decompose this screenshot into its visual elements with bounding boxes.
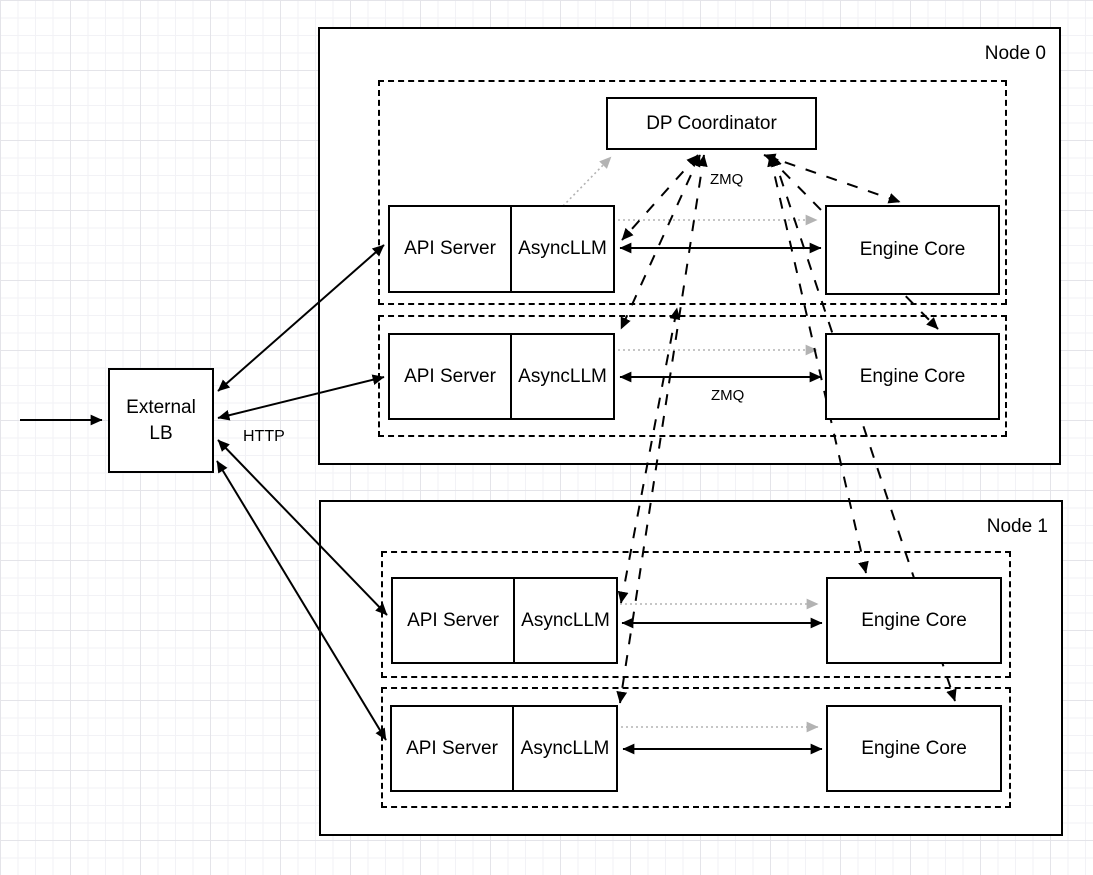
api-server-cell: API Server [390, 335, 512, 418]
zmq-engine-label: ZMQ [711, 387, 745, 404]
asyncllm-cell: AsyncLLM [518, 365, 607, 387]
engine-core-box-n1r0: Engine Core [826, 577, 1002, 664]
api-server-cell: API Server [392, 707, 514, 790]
api-async-box-n1r1: API Server AsyncLLM [390, 705, 618, 792]
external-lb-box: External LB [108, 368, 214, 473]
external-lb-label-line2: LB [149, 422, 173, 444]
zmq-coordinator-label: ZMQ [710, 171, 744, 188]
asyncllm-cell: AsyncLLM [521, 609, 610, 631]
asyncllm-cell: AsyncLLM [518, 238, 607, 259]
arrow-lb-api-n0r1 [217, 374, 385, 421]
node0-label: Node 0 [984, 43, 1046, 64]
api-async-box-n0r0: API Server AsyncLLM [388, 205, 615, 293]
asyncllm-cell: AsyncLLM [520, 737, 610, 759]
engine-core-label: Engine Core [859, 239, 966, 260]
arrow-lb-api-n1r0 [217, 439, 388, 616]
dashed-coord-async-n1r0 [617, 307, 681, 604]
engine-core-label: Engine Core [859, 365, 966, 387]
dotted-async-coordinator-n0r0 [562, 156, 612, 207]
api-async-box-n1r0: API Server AsyncLLM [391, 577, 618, 664]
api-server-cell: API Server [390, 207, 512, 291]
dp-coordinator-label: DP Coordinator [646, 112, 777, 134]
zmq-arrows [619, 242, 823, 755]
node1-label: Node 1 [986, 516, 1048, 537]
dashed-coord-async-n1r1 [616, 154, 708, 704]
api-async-box-n0r1: API Server AsyncLLM [388, 333, 615, 420]
arrow-lb-api-n1r1 [216, 460, 387, 741]
engine-core-box-n1r1: Engine Core [826, 705, 1002, 792]
dp-coordinator-box: DP Coordinator [606, 97, 817, 150]
http-arrows [20, 244, 388, 741]
engine-core-box-n0r1: Engine Core [825, 333, 1000, 420]
engine-core-label: Engine Core [861, 609, 967, 631]
dashed-coord-async-n0r0 [621, 154, 699, 241]
external-lb-label-line1: External [126, 396, 196, 418]
engine-core-box-n0r0: Engine Core [825, 205, 1000, 295]
coordinator-dashed-links [616, 153, 957, 704]
engine-core-label: Engine Core [861, 737, 967, 759]
arrow-lb-api-n0r0 [217, 244, 385, 392]
dashed-coord-engine-n1r1 [771, 154, 957, 702]
api-server-cell: API Server [393, 579, 515, 662]
dashed-coord-async-n0r1 [620, 154, 701, 330]
dashed-coord-engine-n0r0 [763, 153, 901, 204]
http-label: HTTP [243, 428, 285, 445]
